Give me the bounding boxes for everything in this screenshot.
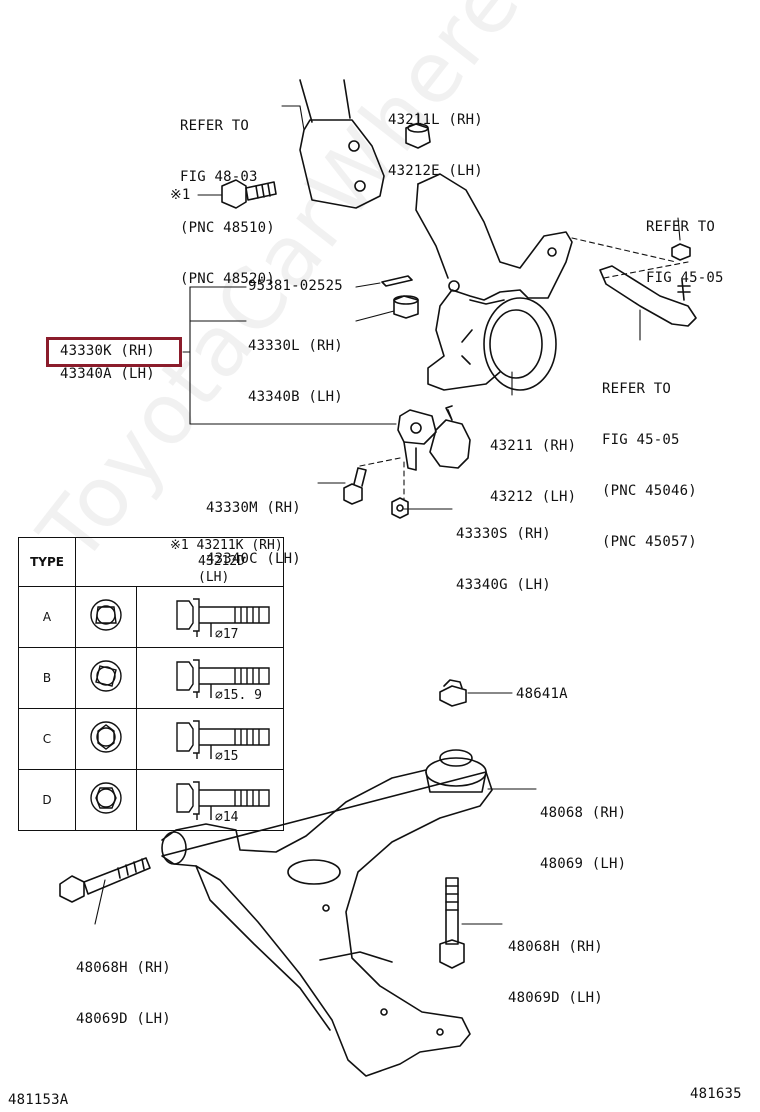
- pnc-text: (PNC 45057): [602, 534, 697, 550]
- part-number-lh: 43212 (LH): [490, 489, 577, 505]
- part-number-rh: 43211 (RH): [490, 438, 577, 454]
- row-type: C: [18, 708, 76, 770]
- bolt-drawing-cell: ⌀15. 9: [136, 647, 284, 709]
- pnc-text: (PNC 48520): [180, 271, 275, 287]
- part-number-lh: 43340B (LH): [248, 389, 343, 405]
- part-number-lh: 43340G (LH): [456, 577, 551, 593]
- nut-drawing-cell: [75, 586, 137, 648]
- flange-bolt-icon: [176, 598, 270, 637]
- table-row: D ⌀14: [18, 769, 284, 831]
- header-part: ※1 43211K (RH) 43212D (LH): [75, 537, 284, 587]
- header-part-rh: ※1 43211K (RH): [170, 538, 283, 553]
- bolt-diameter: ⌀17: [215, 627, 239, 642]
- refer-to-text: REFER TO: [646, 219, 716, 235]
- part-number-rh: 48068H (RH): [76, 960, 171, 976]
- part-number-rh: 43211L (RH): [388, 112, 483, 128]
- pnc-text: (PNC 45046): [602, 483, 697, 499]
- part-number-rh: 48068 (RH): [540, 805, 627, 821]
- flange-bolt-icon: [176, 781, 270, 820]
- part-48068-label: 48068 (RH) 48069 (LH): [540, 771, 626, 907]
- figure-code-right: 481635: [690, 1086, 742, 1102]
- flange-nut-icon: [90, 782, 122, 814]
- bolt-diameter: ⌀15. 9: [215, 688, 262, 703]
- bolt-drawing-cell: ⌀14: [136, 769, 284, 831]
- part-number-rh: 43330M (RH): [206, 500, 301, 516]
- table-header-row: TYPE ※1 43211K (RH) 43212D (LH): [18, 537, 284, 587]
- table-row: C ⌀15: [18, 708, 284, 770]
- figure-code-left: 481153A: [8, 1092, 69, 1108]
- row-type: A: [18, 586, 76, 648]
- part-48068H-left-label: 48068H (RH) 48069D (LH): [76, 926, 171, 1062]
- part-number-lh: 48069D (LH): [508, 990, 603, 1006]
- table-row: A ⌀17: [18, 586, 284, 648]
- refer-fig-48-03-label: REFER TO FIG 48-03 (PNC 48510) (PNC 4852…: [180, 84, 275, 322]
- flange-nut-icon: [90, 721, 122, 753]
- flange-nut-icon: [90, 660, 122, 692]
- bolt-diameter: ⌀14: [215, 810, 239, 825]
- part-43211-label: 43211 (RH) 43212 (LH): [490, 404, 576, 540]
- part-43211L-label: 43211L (RH) 43212E (LH): [388, 78, 483, 214]
- flange-bolt-icon: [176, 720, 270, 759]
- row-type: D: [18, 769, 76, 831]
- part-number-rh: 43330L (RH): [248, 338, 343, 354]
- row-type: B: [18, 647, 76, 709]
- nut-drawing-cell: [75, 647, 137, 709]
- part-43330K-rh-label[interactable]: 43330K (RH): [60, 343, 155, 359]
- part-number-lh: 48069 (LH): [540, 856, 627, 872]
- flange-nut-icon: [90, 599, 122, 631]
- note-marker-x1: ※1: [170, 187, 191, 203]
- nut-drawing-cell: [75, 708, 137, 770]
- part-number-lh: 48069D (LH): [76, 1011, 171, 1027]
- bolt-type-table: TYPE ※1 43211K (RH) 43212D (LH) A ⌀17 B: [18, 537, 284, 831]
- fig-ref-text: FIG 45-05: [646, 270, 724, 286]
- refer-fig-45-05-top-label: REFER TO FIG 45-05: [646, 185, 724, 321]
- bolt-drawing-cell: ⌀15: [136, 708, 284, 770]
- pnc-text: (PNC 48510): [180, 220, 275, 236]
- bolt-drawing-cell: ⌀17: [136, 586, 284, 648]
- part-48641A-label: 48641A: [516, 686, 568, 702]
- refer-to-text: REFER TO: [602, 381, 672, 397]
- header-type: TYPE: [18, 537, 76, 587]
- part-43330L-label: 43330L (RH) 43340B (LH): [248, 304, 343, 440]
- part-43340A-lh-label: 43340A (LH): [60, 366, 155, 382]
- bolt-diameter: ⌀15: [215, 749, 239, 764]
- part-number-lh: 43212E (LH): [388, 163, 483, 179]
- header-part-lh: 43212D (LH): [198, 554, 245, 585]
- nut-drawing-cell: [75, 769, 137, 831]
- part-number-rh: 48068H (RH): [508, 939, 603, 955]
- highlighted-part-box[interactable]: [46, 337, 182, 367]
- part-95381-label: 95381-02525: [248, 278, 343, 294]
- part-43330S-label: 43330S (RH) 43340G (LH): [456, 492, 551, 628]
- flange-bolt-icon: [176, 659, 270, 698]
- part-number-rh: 43330S (RH): [456, 526, 551, 542]
- table-row: B ⌀15. 9: [18, 647, 284, 709]
- refer-fig-45-05-bottom-label: REFER TO FIG 45-05 (PNC 45046) (PNC 4505…: [602, 347, 697, 585]
- refer-to-text: REFER TO: [180, 118, 250, 134]
- fig-ref-text: FIG 45-05: [602, 432, 680, 448]
- fig-ref-text: FIG 48-03: [180, 169, 258, 185]
- part-48068H-right-label: 48068H (RH) 48069D (LH): [508, 905, 603, 1041]
